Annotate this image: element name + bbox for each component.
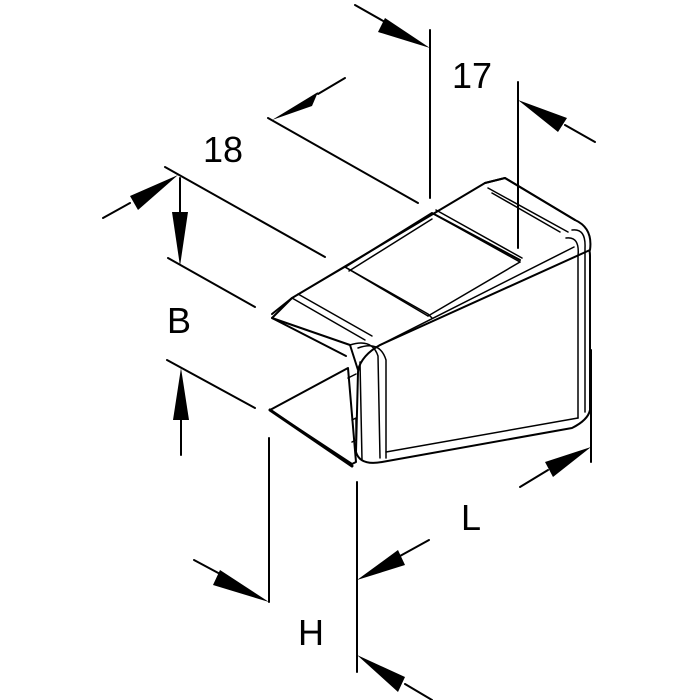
dimension-label-H: H (298, 612, 324, 653)
dimension-label-L: L (461, 497, 481, 538)
dimension-label-B: B (167, 300, 191, 341)
bottom-flange (269, 367, 357, 465)
dimension-label-18: 18 (203, 129, 243, 170)
dimension-B: B (166, 177, 256, 456)
dimension-L: L (461, 349, 592, 538)
end-cap-part (268, 177, 592, 468)
dimension-18: 18 (102, 77, 419, 258)
dimension-label-17: 17 (452, 55, 492, 96)
dimension-17: 17 (354, 4, 596, 249)
dimension-H: H (193, 437, 433, 700)
